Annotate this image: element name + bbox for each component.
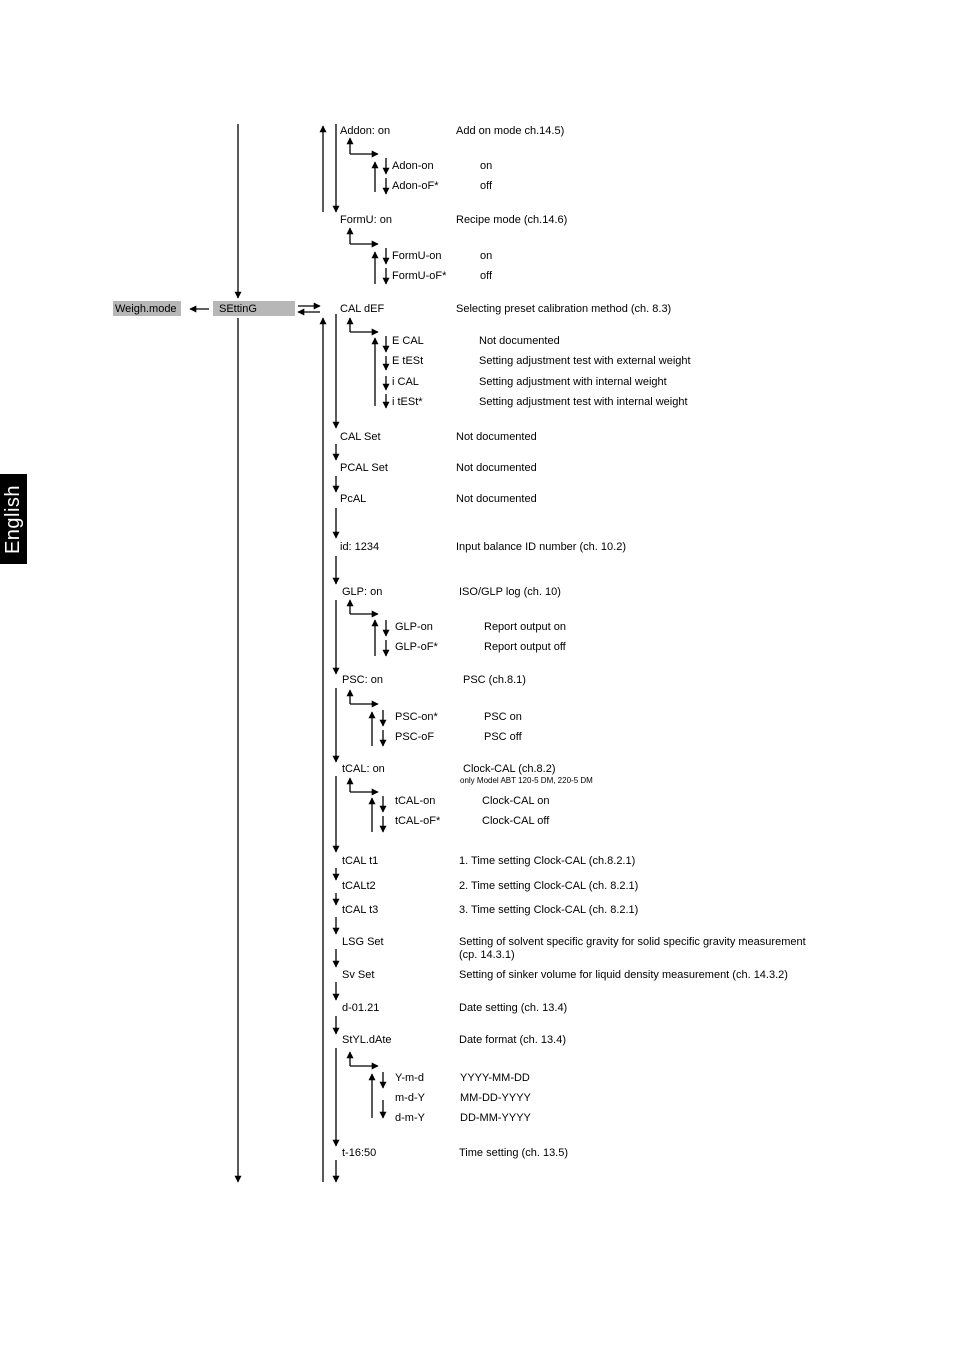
date-desc: Date setting (ch. 13.4) <box>459 1002 568 1014</box>
tcal-t2-desc: 2. Time setting Clock-CAL (ch. 8.2.1) <box>459 880 639 892</box>
tcal-opt2-desc: Clock-CAL off <box>482 815 550 827</box>
glp-title: GLP: on <box>342 586 383 598</box>
time-title: t-16:50 <box>342 1147 377 1159</box>
psc-opt2-desc: PSC off <box>484 731 522 743</box>
psc-opt2: PSC-oF <box>395 731 435 743</box>
pcal-title: PcAL <box>340 493 367 505</box>
tcal-title: tCAL: on <box>342 763 385 775</box>
time-desc: Time setting (ch. 13.5) <box>459 1147 569 1159</box>
pcal-desc: Not documented <box>456 493 537 505</box>
pcalset-title: PCAL Set <box>340 462 388 474</box>
glp-desc: ISO/GLP log (ch. 10) <box>459 586 561 598</box>
psc-opt1-desc: PSC on <box>484 711 522 723</box>
caldef-opt1-desc: Not documented <box>479 335 560 347</box>
addon-opt1: Adon-on <box>392 160 434 172</box>
tcal-t3-desc: 3. Time setting Clock-CAL (ch. 8.2.1) <box>459 904 639 916</box>
tcal-note: only Model ABT 120-5 DM, 220-5 DM <box>460 776 593 785</box>
psc-title: PSC: on <box>342 674 383 686</box>
addon-opt2: Adon-oF* <box>392 180 439 192</box>
psc-desc: PSC (ch.8.1) <box>463 674 526 686</box>
styl-opt1: Y-m-d <box>395 1072 424 1084</box>
date-title: d-01.21 <box>342 1002 380 1014</box>
weigh-mode-label: Weigh.mode <box>115 303 177 315</box>
lsg-desc-line1: Setting of solvent specific gravity for … <box>459 936 806 948</box>
caldef-opt2: E tESt <box>392 355 424 367</box>
tcal-t1-desc: 1. Time setting Clock-CAL (ch.8.2.1) <box>459 855 636 867</box>
caldef-opt3-desc: Setting adjustment with internal weight <box>479 376 667 388</box>
styl-title: StYL.dAte <box>342 1034 392 1046</box>
setting-label: SEttinG <box>219 303 257 315</box>
addon-title: Addon: on <box>340 125 391 137</box>
styl-opt1-desc: YYYY-MM-DD <box>460 1072 530 1084</box>
calset-title: CAL Set <box>340 431 381 443</box>
caldef-opt2-desc: Setting adjustment test with external we… <box>479 355 691 367</box>
addon-opt1-desc: on <box>480 160 493 172</box>
glp-opt2-desc: Report output off <box>484 641 566 653</box>
caldef-opt4: i tESt* <box>392 396 423 408</box>
setting-box <box>213 301 295 316</box>
id-title: id: 1234 <box>340 541 380 553</box>
language-tab: English <box>0 474 27 564</box>
caldef-opt1: E CAL <box>392 335 424 347</box>
tcal-opt1-desc: Clock-CAL on <box>482 795 550 807</box>
psc-opt1: PSC-on* <box>395 711 438 723</box>
caldef-opt3: i CAL <box>392 376 419 388</box>
formu-opt1-desc: on <box>480 250 493 262</box>
styl-opt3-desc: DD-MM-YYYY <box>460 1112 531 1124</box>
formu-desc: Recipe mode (ch.14.6) <box>456 214 568 226</box>
styl-desc: Date format (ch. 13.4) <box>459 1034 566 1046</box>
styl-opt2-desc: MM-DD-YYYY <box>460 1092 531 1104</box>
styl-opt2: m-d-Y <box>395 1092 425 1104</box>
id-desc: Input balance ID number (ch. 10.2) <box>456 541 626 553</box>
tcal-t2-title: tCALt2 <box>342 880 376 892</box>
sv-desc: Setting of sinker volume for liquid dens… <box>459 969 788 981</box>
styl-opt3: d-m-Y <box>395 1112 425 1124</box>
tcal-desc: Clock-CAL (ch.8.2) <box>463 763 556 775</box>
addon-desc: Add on mode ch.14.5) <box>456 125 565 137</box>
lsg-desc-line2: (cp. 14.3.1) <box>459 949 515 961</box>
glp-opt1-desc: Report output on <box>484 621 566 633</box>
formu-title: FormU: on <box>340 214 392 226</box>
addon-opt2-desc: off <box>480 180 493 192</box>
weigh-mode-box <box>113 301 181 316</box>
glp-opt2: GLP-oF* <box>395 641 438 653</box>
tcal-t1-title: tCAL t1 <box>342 855 379 867</box>
calset-desc: Not documented <box>456 431 537 443</box>
tcal-opt2: tCAL-oF* <box>395 815 441 827</box>
glp-opt1: GLP-on <box>395 621 433 633</box>
sv-title: Sv Set <box>342 969 375 981</box>
caldef-title: CAL dEF <box>340 303 385 315</box>
formu-opt2-desc: off <box>480 270 493 282</box>
caldef-opt4-desc: Setting adjustment test with internal we… <box>479 396 688 408</box>
formu-opt2: FormU-oF* <box>392 270 447 282</box>
lsg-title: LSG Set <box>342 936 384 948</box>
pcalset-desc: Not documented <box>456 462 537 474</box>
formu-opt1: FormU-on <box>392 250 442 262</box>
caldef-desc: Selecting preset calibration method (ch.… <box>456 303 672 315</box>
tcal-opt1: tCAL-on <box>395 795 436 807</box>
tcal-t3-title: tCAL t3 <box>342 904 379 916</box>
